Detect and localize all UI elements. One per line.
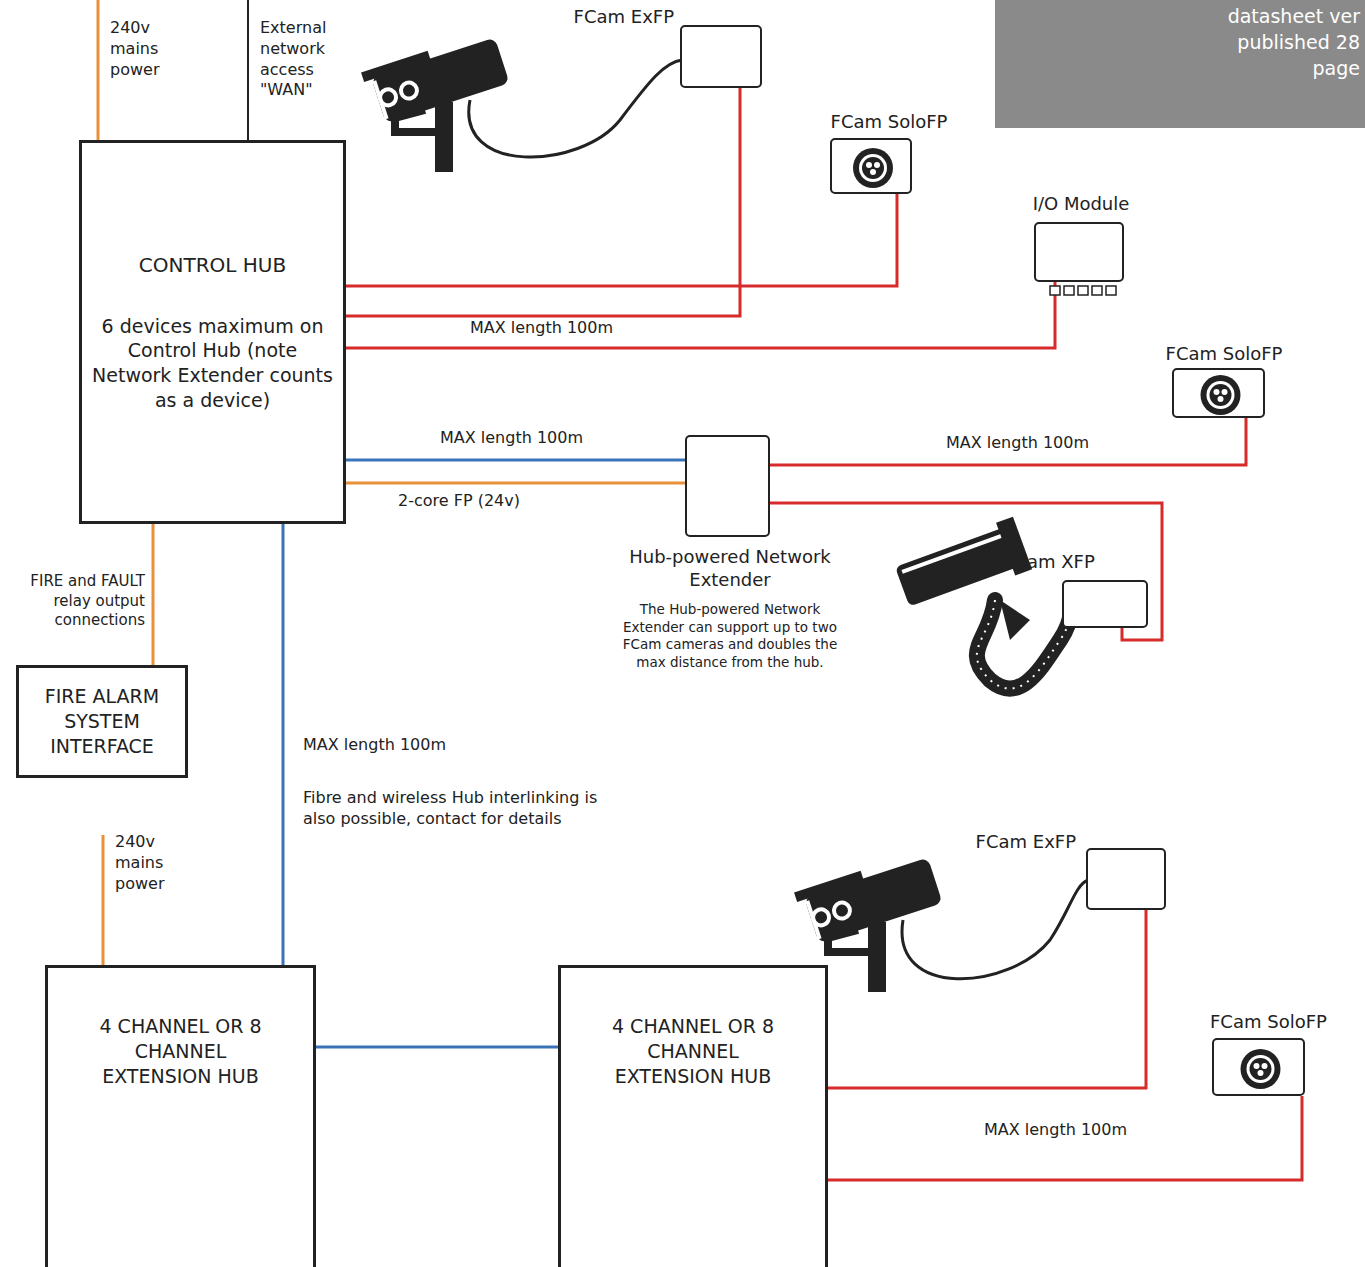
- cable-connector: [770, 418, 1246, 465]
- node-heading: FCam SoloFP: [1159, 342, 1289, 365]
- header-text: page: [1150, 56, 1360, 81]
- camera-cable: [469, 60, 682, 157]
- node-heading: FCam ExFP: [564, 5, 674, 28]
- node-heading: FCam SoloFP: [1210, 1010, 1350, 1033]
- node-heading: CONTROL HUB: [88, 252, 338, 278]
- camera-junction-box: FCam ExFP: [1086, 848, 1166, 910]
- cable-connector: [346, 194, 897, 286]
- header-text: datasheet ver: [1150, 4, 1360, 29]
- camera-lens-icon: [1174, 370, 1263, 416]
- edge-label: MAX length 100m: [470, 318, 640, 339]
- io-module: I/O Module: [1034, 222, 1124, 282]
- header-panel: [995, 0, 1365, 128]
- fire-alarm-interface: FIRE ALARM SYSTEM INTERFACE: [16, 665, 188, 778]
- camera-junction-box: FCam ExFP: [680, 25, 762, 88]
- node-body: 6 devices maximum on Control Hub (note N…: [88, 314, 338, 413]
- header-text: published 28: [1150, 30, 1360, 55]
- node-heading: Hub-powered Network Extender: [625, 545, 835, 592]
- power-lead: [102, 835, 105, 965]
- edge-label: MAX length 100m: [440, 428, 610, 449]
- cable-connector: [316, 1046, 558, 1049]
- edge-label: MAX length 100m: [946, 433, 1116, 454]
- cable-connector: [152, 524, 155, 665]
- network-extender: Hub-powered Network ExtenderThe Hub-powe…: [685, 435, 770, 537]
- camera-cable: [902, 880, 1088, 979]
- exfp-camera: [361, 30, 510, 172]
- wan-lead: [247, 0, 249, 140]
- node-heading: 4 CHANNEL OR 8 CHANNEL EXTENSION HUB: [91, 1014, 271, 1088]
- edge-label: MAX length 100m: [984, 1120, 1154, 1141]
- wan-note: External network access "WAN": [260, 18, 350, 101]
- node-heading: FCam ExFP: [956, 830, 1076, 853]
- power-note: 240v mains power: [115, 832, 195, 894]
- interlink-note: Fibre and wireless Hub interlinking is a…: [303, 788, 623, 830]
- xfp-camera: [893, 517, 1071, 689]
- edge-label: 2-core FP (24v): [398, 491, 568, 512]
- cable-connector: [282, 524, 285, 965]
- camera-junction-box: FCam SoloFP: [1172, 368, 1265, 418]
- cable-connector: [346, 459, 685, 462]
- node-heading: FCam XFP: [1004, 550, 1099, 573]
- extension-hub: 4 CHANNEL OR 8 CHANNEL EXTENSION HUB: [45, 965, 316, 1267]
- node-heading: FCam SoloFP: [814, 110, 964, 133]
- control-hub: CONTROL HUB 6 devices maximum on Control …: [79, 140, 346, 524]
- node-heading: I/O Module: [1021, 192, 1141, 215]
- node-heading: FIRE ALARM SYSTEM INTERFACE: [27, 684, 177, 758]
- edge-label: MAX length 100m: [303, 735, 473, 756]
- power-note: 240v mains power: [110, 18, 190, 80]
- node-body: The Hub-powered Network Extender can sup…: [612, 601, 848, 671]
- io-terminals: [1044, 282, 1118, 294]
- cable-connector: [828, 910, 1146, 1088]
- extension-hub: 4 CHANNEL OR 8 CHANNEL EXTENSION HUB: [558, 965, 828, 1267]
- edge-label: FIRE and FAULT relay output connections: [30, 572, 145, 631]
- camera-junction-box: FCam SoloFP: [1212, 1038, 1305, 1096]
- cable-connector: [346, 482, 685, 485]
- camera-junction-box: FCam XFP: [1062, 580, 1148, 628]
- node-heading: 4 CHANNEL OR 8 CHANNEL EXTENSION HUB: [603, 1014, 783, 1088]
- power-lead: [97, 0, 100, 140]
- cable-connector: [828, 1096, 1302, 1180]
- cable-connector: [346, 88, 740, 316]
- cable-connector: [346, 282, 1055, 348]
- camera-lens-icon: [1214, 1040, 1303, 1094]
- camera-junction-box: FCam SoloFP: [830, 138, 912, 194]
- camera-lens-icon: [832, 140, 910, 192]
